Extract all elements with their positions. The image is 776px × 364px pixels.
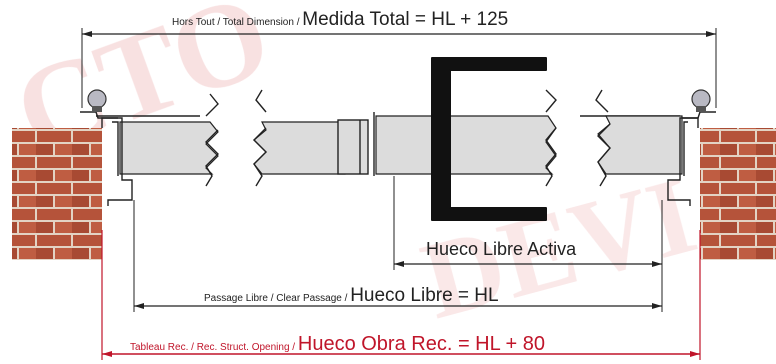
structural-opening-label: Tableau Rec. / Rec. Struct. Opening / Hu… [130, 334, 545, 354]
handle-icon [431, 57, 547, 221]
total-dimension-label: Hors Tout / Total Dimension / Medida Tot… [172, 10, 508, 29]
clear-passage-label: Passage Libre / Clear Passage / Hueco Li… [204, 286, 499, 305]
clear-passage-small: Passage Libre / Clear Passage / [204, 293, 351, 304]
left-brick-wall-icon [12, 128, 102, 260]
dimension-lines [81, 28, 717, 360]
right-roller-icon [691, 89, 711, 112]
structural-opening-big: Hueco Obra Rec. = HL + 80 [297, 333, 546, 355]
left-roller-icon [87, 89, 107, 112]
break-mark-icon [205, 89, 611, 187]
total-dimension-big: Medida Total = HL + 125 [302, 9, 509, 30]
left-door-panel [119, 119, 369, 175]
right-brick-wall-icon [700, 128, 776, 260]
total-dimension-small: Hors Tout / Total Dimension / [172, 17, 303, 28]
clear-passage-big: Hueco Libre = HL [350, 285, 499, 306]
structural-opening-small: Tableau Rec. / Rec. Struct. Opening / [130, 342, 298, 353]
right-door-panel [375, 115, 683, 175]
active-opening-label: Hueco Libre Activa [426, 239, 577, 259]
frame-profile [101, 112, 699, 206]
